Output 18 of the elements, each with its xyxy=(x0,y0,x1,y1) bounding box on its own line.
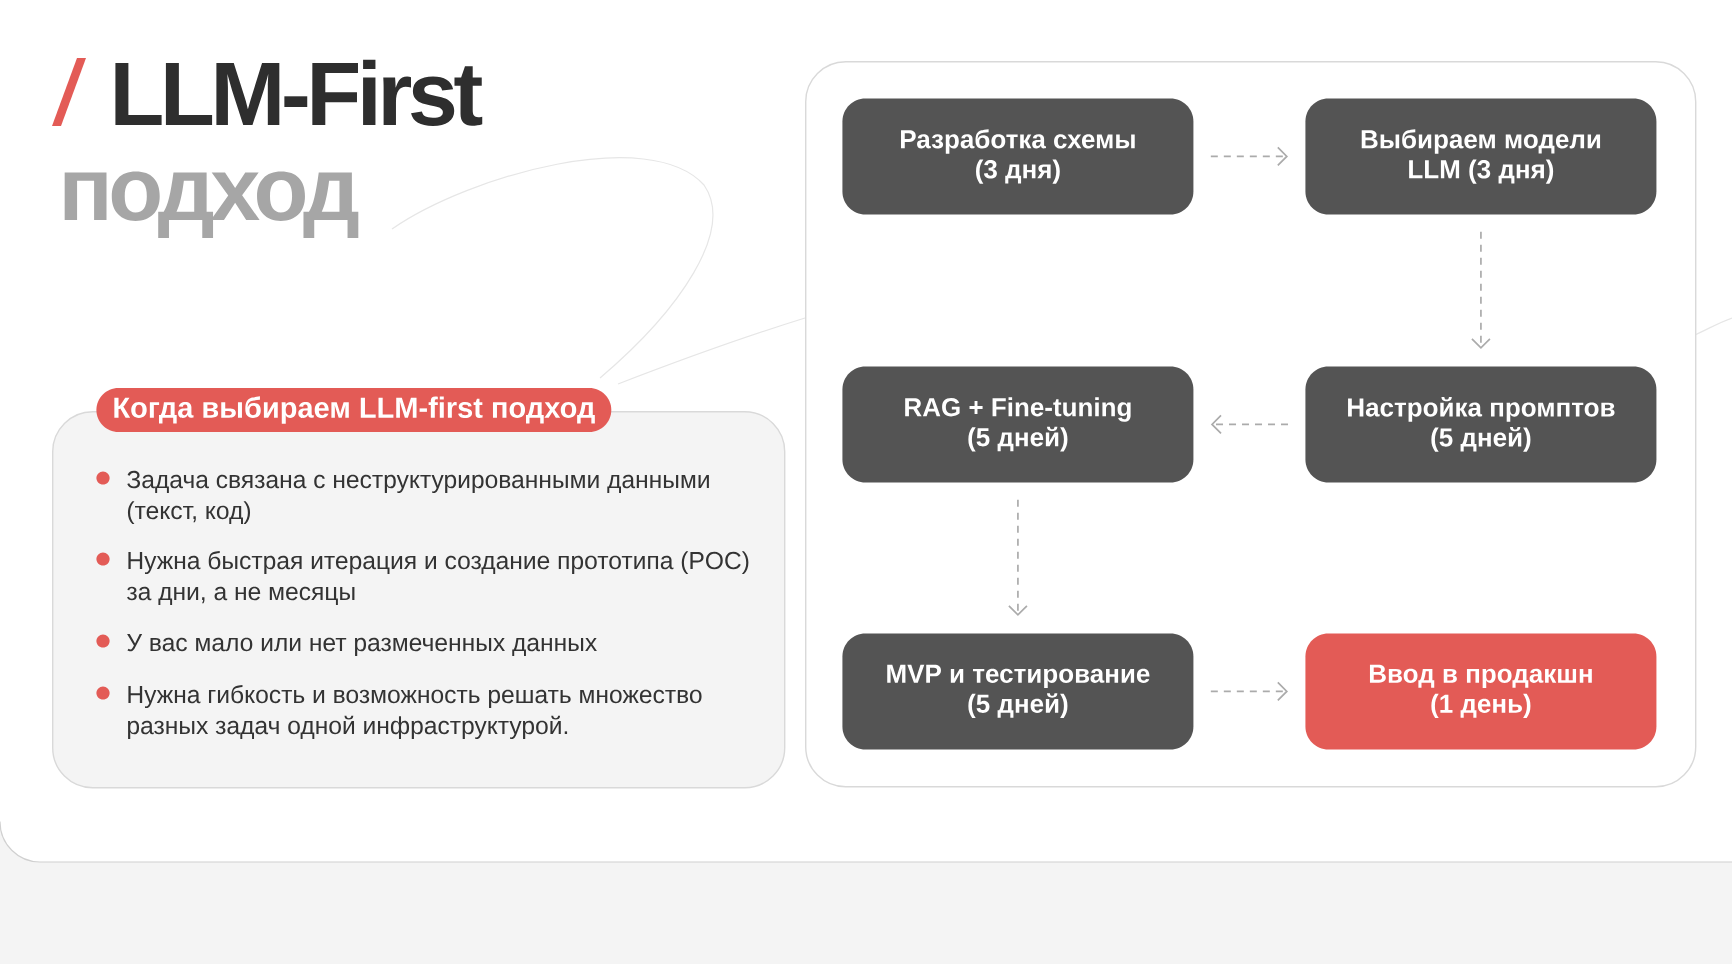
bullet-text: Задача связана с неструктурированными данными (текст, код) xyxy=(127,470,709,525)
arrow xyxy=(1008,498,1028,616)
arrow xyxy=(1471,230,1491,349)
step-box: Настройка промптов (5 дней) xyxy=(1305,366,1657,483)
bullet-text: У вас мало или нет размеченных данных xyxy=(127,634,597,657)
bullet-text: Нужна гибкость и возможность решать множество разных задач одной инфраструктурой. xyxy=(128,684,702,740)
step-box: Ввод в продакшн (1 день) xyxy=(1305,633,1657,750)
arrow xyxy=(1209,146,1289,167)
step-box: MVP и тестирование (5 дней) xyxy=(842,633,1194,750)
step-box: Выбираем модели LLM (3 дня) xyxy=(1305,98,1657,215)
heading-tag: Когда выбираем LLM-first подход xyxy=(96,388,612,432)
step-box: RAG + Fine-tuning (5 дней) xyxy=(842,366,1194,483)
bullet-text: Нужна быстрая итерация и создание прототипа (POC) за дни, а не месяцы xyxy=(127,550,749,605)
title: LLM-First xyxy=(115,59,483,126)
arrow xyxy=(1209,681,1289,702)
subtitle: подход xyxy=(64,171,359,238)
arrow xyxy=(1210,414,1289,435)
step-box: Разработка схемы (3 дня) xyxy=(842,98,1194,215)
